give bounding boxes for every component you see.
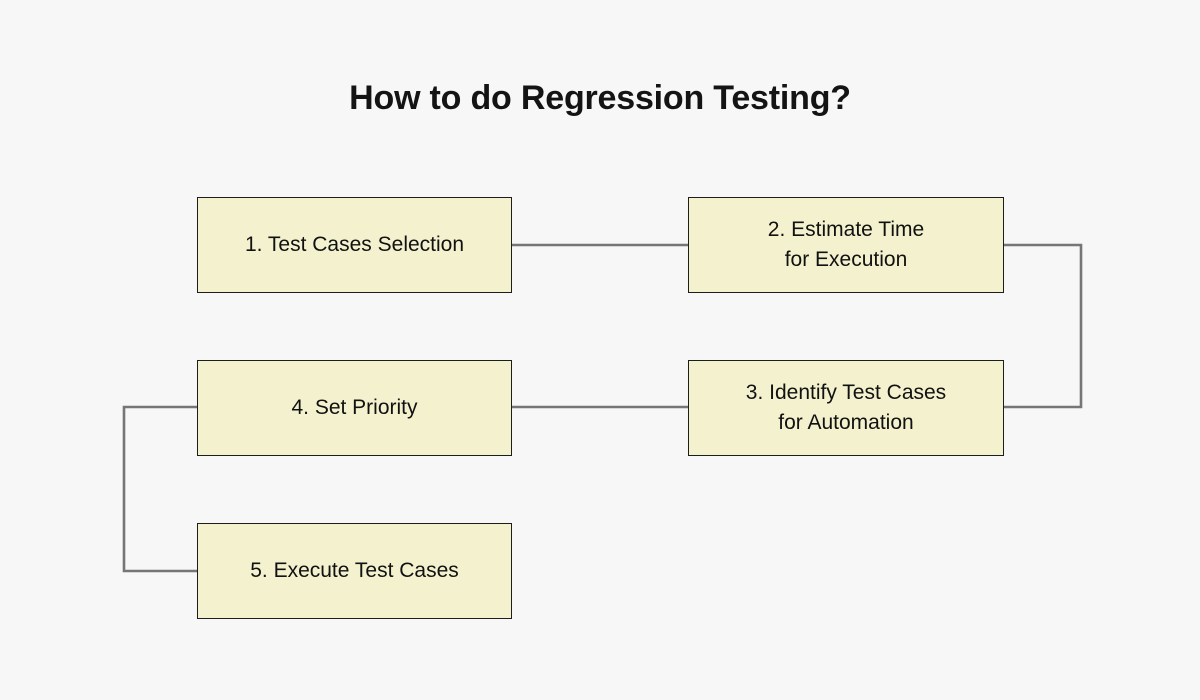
page-title: How to do Regression Testing? [349,79,851,117]
node-estimate-time-for-execution[interactable]: 2. Estimate Time for Execution [688,197,1004,293]
node-test-cases-selection[interactable]: 1. Test Cases Selection [197,197,512,293]
node-execute-test-cases[interactable]: 5. Execute Test Cases [197,523,512,619]
node-identify-test-cases-for-automation[interactable]: 3. Identify Test Cases for Automation [688,360,1004,456]
node-set-priority[interactable]: 4. Set Priority [197,360,512,456]
connector-4-to-5 [122,405,199,573]
connector-2-to-3 [1002,243,1083,409]
